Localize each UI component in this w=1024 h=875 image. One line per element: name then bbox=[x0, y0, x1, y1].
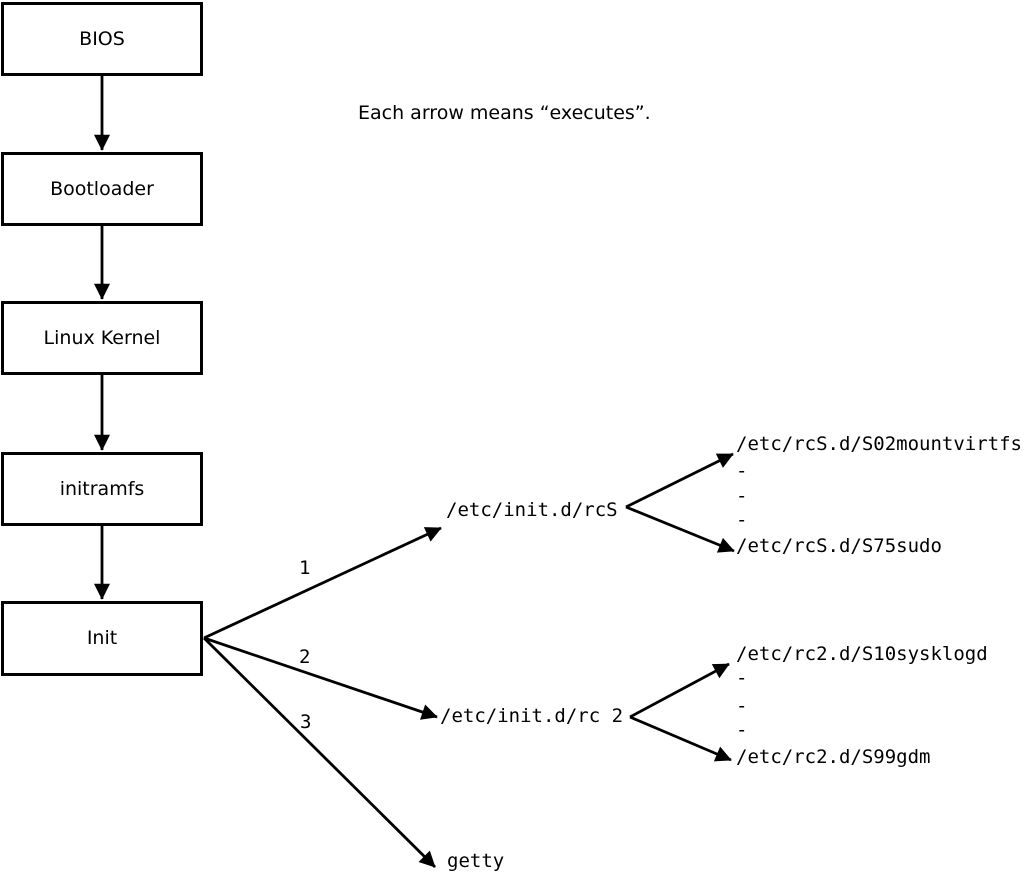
arrow-rc2-to-s10sysklogd bbox=[629, 662, 730, 719]
arrow-init-to-rc2 bbox=[203, 636, 438, 720]
box-linux-kernel-label: Linux Kernel bbox=[43, 326, 161, 349]
edge-label-1: 1 bbox=[299, 557, 311, 579]
box-init: Init bbox=[1, 601, 203, 676]
arrow-rcs-to-s75sudo bbox=[625, 505, 735, 553]
box-initramfs-label: initramfs bbox=[59, 477, 145, 500]
box-bios-label: BIOS bbox=[79, 27, 125, 50]
legend-note: Each arrow means “executes”. bbox=[358, 102, 651, 124]
node-rcs-child-s75sudo: /etc/rcS.d/S75sudo bbox=[736, 535, 942, 557]
box-linux-kernel: Linux Kernel bbox=[1, 301, 203, 375]
arrow-init-to-getty bbox=[203, 637, 436, 868]
arrow-rcs-to-s02mountvirtfs bbox=[625, 452, 734, 509]
rcs-ellipsis-dash-2: - bbox=[736, 485, 748, 507]
node-getty: getty bbox=[447, 850, 505, 872]
rc2-ellipsis-dash-3: - bbox=[736, 719, 748, 741]
rcs-ellipsis-dash-1: - bbox=[736, 460, 748, 482]
box-init-label: Init bbox=[86, 627, 118, 649]
node-rc2-child-s10sysklogd: /etc/rc2.d/S10sysklogd bbox=[736, 643, 988, 665]
arrow-rc2-to-s99gdm bbox=[629, 715, 732, 762]
edge-label-2: 2 bbox=[299, 646, 311, 668]
node-etc-initd-rcs: /etc/init.d/rcS bbox=[446, 499, 618, 521]
rc2-ellipsis-dash-2: - bbox=[736, 695, 748, 717]
arrow-init-to-rcs bbox=[203, 526, 442, 640]
box-bios: BIOS bbox=[1, 2, 203, 76]
box-bootloader-label: Bootloader bbox=[50, 177, 154, 200]
rcs-ellipsis-dash-3: - bbox=[736, 509, 748, 531]
node-rc2-child-s99gdm: /etc/rc2.d/S99gdm bbox=[736, 746, 931, 768]
rc2-ellipsis-dash-1: - bbox=[736, 667, 748, 689]
edge-label-3: 3 bbox=[300, 711, 312, 733]
node-rcs-child-s02mountvirtfs: /etc/rcS.d/S02mountvirtfs bbox=[736, 433, 1022, 455]
box-bootloader: Bootloader bbox=[1, 152, 203, 226]
node-etc-initd-rc2: /etc/init.d/rc 2 bbox=[440, 705, 624, 727]
box-initramfs: initramfs bbox=[1, 452, 203, 526]
